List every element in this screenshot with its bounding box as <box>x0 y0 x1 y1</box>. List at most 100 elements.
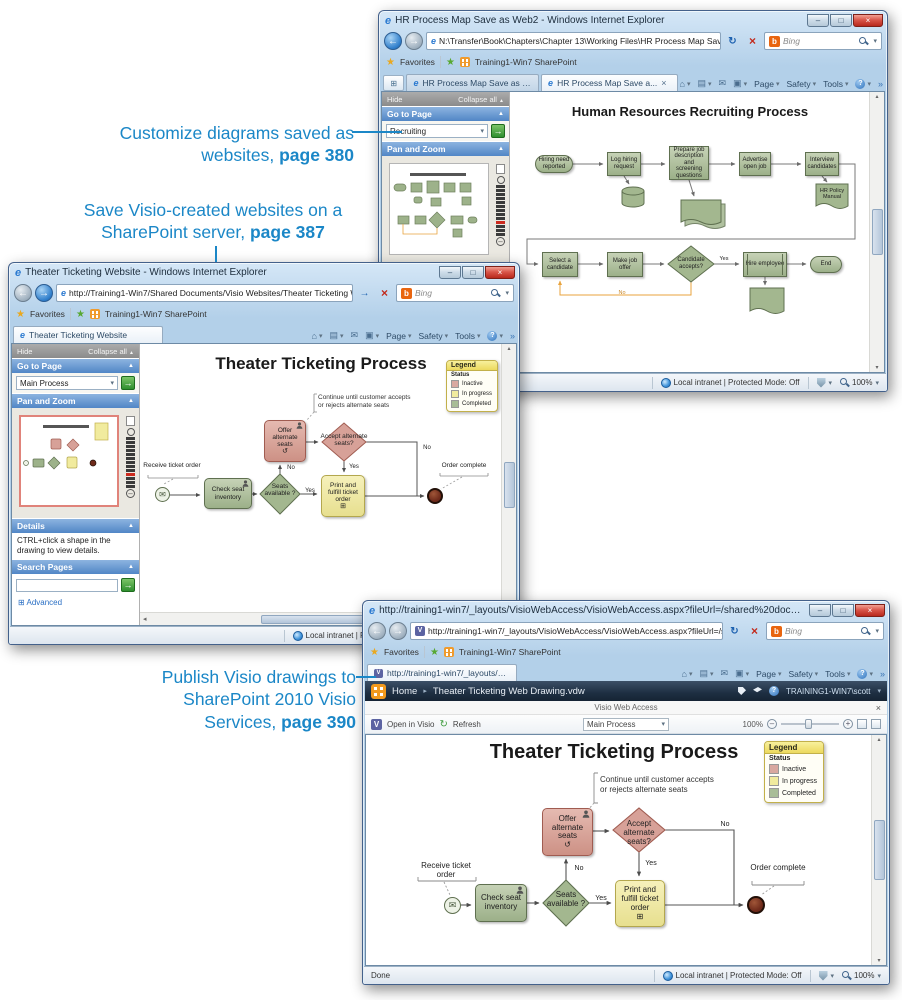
hide-button[interactable]: Hide <box>17 346 33 356</box>
minimize-button[interactable]: – <box>439 266 461 279</box>
favorites-link[interactable]: Training1-Win7 SharePoint <box>474 57 577 67</box>
address-bar[interactable]: e N:\Transfer\Book\Chapters\Chapter 13\W… <box>426 32 721 50</box>
share-icon[interactable] <box>753 687 763 693</box>
magnifier-icon[interactable] <box>496 175 505 184</box>
flow-node-hire-employee[interactable]: Hire employee <box>743 252 787 277</box>
more-commands-icon[interactable]: » <box>509 330 515 341</box>
refresh-button[interactable]: ↻ <box>728 35 737 47</box>
breadcrumb-home[interactable]: Home <box>392 685 418 697</box>
flow-diamond-accept-alt[interactable] <box>321 422 367 462</box>
zoom-tick[interactable] <box>126 441 135 444</box>
home-button[interactable]: ⌂▾ <box>681 668 693 679</box>
close-button[interactable]: × <box>853 14 883 27</box>
print-button[interactable]: ▣▾ <box>735 668 750 678</box>
search-icon[interactable] <box>491 288 500 298</box>
zoom-tick[interactable] <box>126 465 135 468</box>
close-button[interactable]: × <box>855 604 885 617</box>
feeds-button[interactable]: ▤▾ <box>699 668 714 678</box>
titlebar[interactable]: e http://training1-win7/_layouts/VisioWe… <box>363 601 889 619</box>
pan-zoom-thumbnail[interactable] <box>389 163 489 255</box>
zoom-tick[interactable] <box>496 189 505 192</box>
goto-page-header[interactable]: Go to Page▲ <box>12 358 139 373</box>
zoom-tick[interactable] <box>126 485 135 488</box>
add-favorite-icon[interactable]: ★ <box>429 646 439 658</box>
search-box[interactable]: b Bing ▾ <box>766 622 884 640</box>
hide-button[interactable]: Hide <box>387 94 403 104</box>
stop-button[interactable]: × <box>748 34 756 48</box>
zoom-control[interactable]: 100%▾ <box>840 378 879 387</box>
page-select[interactable]: Main Process▾ <box>16 376 118 390</box>
scrollbar-thumb[interactable] <box>871 209 883 255</box>
go-button[interactable]: → <box>491 124 505 138</box>
refresh-button[interactable]: ↻ <box>730 625 739 637</box>
zoom-slider[interactable] <box>781 719 839 729</box>
close-button[interactable]: × <box>485 266 515 279</box>
search-dropdown-icon[interactable]: ▾ <box>873 38 877 45</box>
flow-node-end[interactable]: End <box>810 256 842 273</box>
refresh-button[interactable]: Refresh <box>452 719 481 729</box>
flow-node-check-seat[interactable]: Check seat inventory <box>204 478 252 509</box>
zoom-control[interactable]: 100%▾ <box>842 971 881 980</box>
address-bar[interactable]: V http://training1-win7/_layouts/VisioWe… <box>410 622 723 640</box>
zoom-tick-current[interactable] <box>126 473 135 476</box>
zoom-tick[interactable] <box>126 449 135 452</box>
search-pages-input[interactable] <box>16 578 118 592</box>
flow-node-offer-alt[interactable]: Offer alternate seats ↺ <box>264 420 306 462</box>
feeds-button[interactable]: ▤▾ <box>329 330 344 340</box>
minimize-button[interactable]: – <box>807 14 829 27</box>
feeds-button[interactable]: ▤▾ <box>697 78 712 88</box>
zoom-tick[interactable] <box>496 229 505 232</box>
add-favorite-icon[interactable]: ★ <box>75 308 85 320</box>
zoom-out-button[interactable]: – <box>767 719 777 729</box>
tools-menu[interactable]: Tools▾ <box>455 330 481 341</box>
stop-button[interactable]: × <box>380 286 388 300</box>
flow-diamond-seats[interactable] <box>542 879 590 927</box>
tab-close-icon[interactable]: × <box>661 78 667 88</box>
minimize-button[interactable]: – <box>809 604 831 617</box>
zoom-tick[interactable] <box>126 469 135 472</box>
safety-menu[interactable]: Safety▾ <box>418 330 449 341</box>
page-menu[interactable]: Page▾ <box>754 78 780 89</box>
protected-mode-button[interactable]: ▾ <box>816 377 832 388</box>
more-commands-icon[interactable]: » <box>877 78 883 89</box>
flow-node-check-seat[interactable]: Check seat inventory <box>475 884 527 922</box>
zoom-tick[interactable] <box>126 437 135 440</box>
flow-node-prepare-job[interactable]: Prepare job description and screening qu… <box>669 146 709 180</box>
tools-menu[interactable]: Tools▾ <box>825 668 851 679</box>
zoom-tick[interactable] <box>126 457 135 460</box>
open-in-visio-button[interactable]: Open in Visio <box>387 719 435 729</box>
breadcrumb-document[interactable]: Theater Ticketing Web Drawing.vdw <box>432 685 585 697</box>
favorites-label[interactable]: Favorites <box>29 309 65 319</box>
scrollbar-thumb[interactable] <box>503 461 515 508</box>
zoom-tick[interactable] <box>496 185 505 188</box>
zoom-tick[interactable] <box>496 213 505 216</box>
quick-tabs-button[interactable]: ⊞ <box>383 75 405 91</box>
go-button[interactable]: → <box>359 287 370 299</box>
details-header[interactable]: Details▲ <box>12 518 139 533</box>
flow-node-print-fulfill[interactable]: Print and fulfill ticket order ⊞ <box>321 475 365 517</box>
stop-button[interactable]: × <box>750 624 758 638</box>
page-menu[interactable]: Page▾ <box>756 668 782 679</box>
address-bar[interactable]: e http://Training1-Win7/Shared Documents… <box>56 284 353 302</box>
favorites-link[interactable]: Training1-Win7 SharePoint <box>458 647 561 657</box>
vertical-scrollbar[interactable]: ▴▾ <box>501 344 516 625</box>
home-button[interactable]: ⌂▾ <box>311 330 323 341</box>
flow-diamond-accept-alt[interactable] <box>612 807 666 853</box>
search-go-button[interactable]: → <box>121 578 135 592</box>
whole-page-icon[interactable] <box>496 164 505 174</box>
back-button[interactable]: ← <box>368 622 386 640</box>
zoom-tick[interactable] <box>126 445 135 448</box>
sharepoint-logo-icon[interactable] <box>371 683 386 699</box>
titlebar[interactable]: e Theater Ticketing Website - Windows In… <box>9 263 519 281</box>
help-menu[interactable]: ?▾ <box>857 668 873 679</box>
zoom-tick[interactable] <box>496 197 505 200</box>
flow-node-print-fulfill[interactable]: Print and fulfill ticket order ⊞ <box>615 880 665 927</box>
mail-button[interactable]: ✉ <box>351 330 359 341</box>
flow-node-interview[interactable]: Interview candidates <box>805 152 839 176</box>
favorites-label[interactable]: Favorites <box>383 647 419 657</box>
search-pages-header[interactable]: Search Pages▲ <box>12 559 139 574</box>
favorites-link[interactable]: Training1-Win7 SharePoint <box>104 309 207 319</box>
forward-button[interactable]: → <box>389 622 407 640</box>
forward-button[interactable]: → <box>405 32 423 50</box>
zoom-tick[interactable] <box>496 209 505 212</box>
